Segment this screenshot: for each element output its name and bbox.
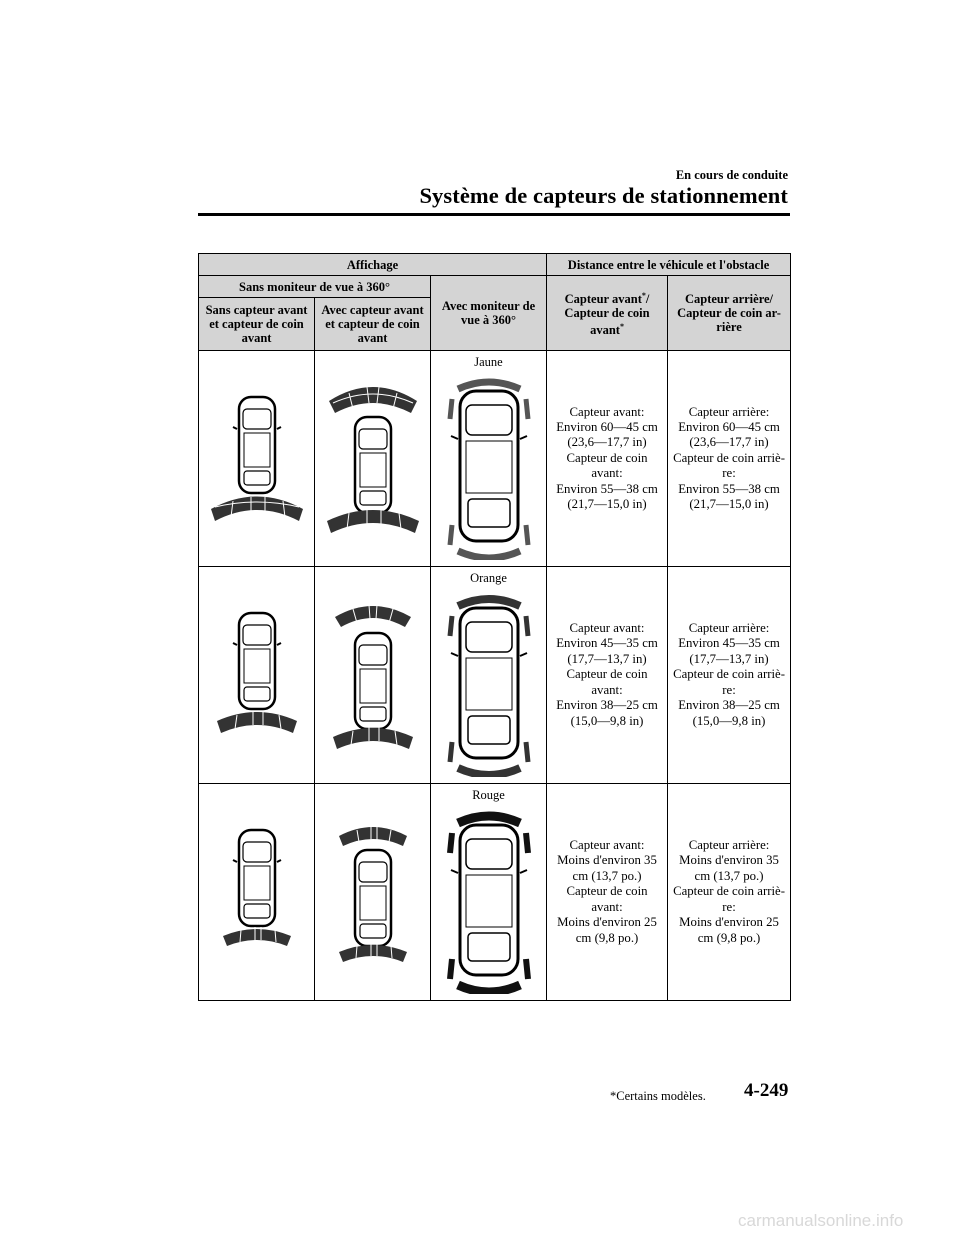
- car-360-monitor-icon: [446, 811, 531, 994]
- distance-line: re:: [722, 899, 736, 914]
- rear-distance-cell: Capteur arrière: Environ 60―45 cm (23,6―…: [667, 350, 792, 567]
- distance-line: Capteur de coin: [566, 667, 648, 682]
- header-affichage: Affichage: [197, 253, 548, 276]
- header-avec-moniteur: Avec moniteur de vue à 360°: [429, 275, 548, 351]
- distance-line: Capteur de coin: [566, 450, 648, 465]
- distance-line: (17,7―13,7 in): [689, 651, 769, 666]
- distance-line: avant:: [591, 682, 623, 697]
- rear-only-display-cell: [198, 350, 315, 567]
- car-360-monitor-icon: [447, 378, 530, 560]
- color-label-rouge: Rouge: [472, 788, 505, 802]
- header-row-3: Sans capteur avant et capteur de coin av…: [198, 297, 791, 351]
- monitor-display-cell: Rouge: [429, 783, 548, 1001]
- distance-line: Environ 38―25 cm: [678, 698, 780, 713]
- distance-line: (23,6―17,7 in): [689, 435, 769, 450]
- front-rear-display-cell: [314, 350, 431, 567]
- distance-line: Environ 55―38 cm: [556, 481, 658, 496]
- watermark: carmanualsonline.info: [738, 1211, 904, 1230]
- distance-line: Environ 45―35 cm: [556, 636, 658, 651]
- distance-line: (21,7―15,0 in): [567, 497, 647, 512]
- header-avec-capteur-coin: Avec capteur avant et capteur de coin av…: [314, 297, 431, 351]
- chapter-heading: En cours de conduite: [675, 168, 788, 182]
- header-row-1: Affichage Distance entre le véhicule et …: [197, 253, 792, 276]
- distance-line: (17,7―13,7 in): [567, 651, 647, 666]
- asterisk-mark-2: *: [619, 322, 624, 331]
- distance-line: (23,6―17,7 in): [567, 435, 647, 450]
- front-distance-cell: Capteur avant: Moins d'environ 35 cm (13…: [546, 783, 669, 1001]
- distance-line: Environ 60―45 cm: [678, 419, 780, 434]
- rear-distance-cell: Capteur arrière: Moins d'environ 35 cm (…: [667, 783, 792, 1001]
- header-capteur-coin-text: / Capteur de coin avant: [564, 292, 650, 338]
- car-front-rear-sensor-icon: [338, 826, 407, 962]
- table-row-orange: Orange Capteur avant: Environ 45―35 cm (…: [198, 566, 792, 784]
- distance-line: cm (13,7 po.): [694, 868, 764, 883]
- distance-line: Capteur de coin: [566, 884, 648, 899]
- distance-line: Capteur avant:: [569, 404, 645, 419]
- page-title: Système de capteurs de stationnement: [419, 183, 788, 208]
- distance-line: avant:: [591, 466, 623, 481]
- distance-line: Environ 55―38 cm: [678, 481, 780, 496]
- car-front-rear-sensor-icon: [332, 604, 413, 749]
- header-capteur-avant-text: Capteur avant: [564, 292, 642, 306]
- header-distance: Distance entre le véhicule et l'obstacle: [546, 253, 792, 276]
- color-label-orange: Orange: [470, 571, 507, 585]
- distance-line: Capteur arrière:: [688, 838, 770, 853]
- distance-line: (15,0―9,8 in): [570, 713, 644, 728]
- monitor-display-cell: Orange: [429, 566, 548, 784]
- header-sans-moniteur: Sans moniteur de vue à 360°: [198, 275, 431, 298]
- header-sans-capteur-coin: Sans capteur avant et capteur de coin av…: [198, 297, 315, 351]
- car-rear-sensor-icon: [222, 828, 291, 946]
- footnote: *Certains modèles.: [610, 1089, 706, 1103]
- distance-line: re:: [722, 466, 736, 481]
- header-capteur-arriere: Capteur arrière/ Capteur de coin ar-rièr…: [667, 275, 792, 351]
- monitor-display-cell: Jaune: [429, 350, 548, 567]
- distance-line: Environ 60―45 cm: [556, 419, 658, 434]
- front-distance-cell: Capteur avant: Environ 45―35 cm (17,7―13…: [546, 566, 669, 784]
- page-number: 4-249: [744, 1080, 789, 1101]
- front-distance-cell: Capteur avant: Environ 60―45 cm (23,6―17…: [546, 350, 669, 567]
- distance-line: cm (13,7 po.): [572, 868, 642, 883]
- distance-line: re:: [722, 682, 736, 697]
- car-rear-sensor-icon: [210, 395, 303, 521]
- distance-line: cm (9,8 po.): [575, 930, 639, 945]
- distance-line: Capteur de coin arriè-: [673, 884, 785, 899]
- distance-line: cm (9,8 po.): [697, 930, 761, 945]
- distance-line: avant:: [591, 899, 623, 914]
- distance-line: Moins d'environ 35: [557, 853, 657, 868]
- distance-line: Moins d'environ 35: [679, 853, 779, 868]
- front-rear-display-cell: [314, 783, 431, 1001]
- distance-line: Moins d'environ 25: [557, 915, 657, 930]
- car-rear-sensor-icon: [216, 611, 297, 733]
- distance-line: (15,0―9,8 in): [692, 713, 766, 728]
- sensor-display-table: Affichage Distance entre le véhicule et …: [197, 253, 792, 1001]
- header-capteur-avant: Capteur avant*/ Capteur de coin avant*: [546, 275, 669, 351]
- color-label-jaune: Jaune: [474, 355, 503, 369]
- distance-line: Environ 45―35 cm: [678, 636, 780, 651]
- rear-only-display-cell: [198, 783, 315, 1001]
- distance-line: Moins d'environ 25: [679, 915, 779, 930]
- rear-only-display-cell: [198, 566, 315, 784]
- asterisk-mark: *: [641, 290, 646, 300]
- front-rear-display-cell: [314, 566, 431, 784]
- header-row-2: Sans moniteur de vue à 360° Avec moniteu…: [198, 275, 792, 351]
- distance-line: Capteur arrière:: [688, 621, 770, 636]
- distance-line: Capteur de coin arriè-: [673, 667, 785, 682]
- title-rule: [198, 213, 790, 216]
- distance-line: Capteur avant:: [569, 838, 645, 853]
- distance-line: Environ 38―25 cm: [556, 698, 658, 713]
- car-front-rear-sensor-icon: [326, 386, 419, 533]
- car-360-monitor-icon: [447, 594, 530, 777]
- distance-line: Capteur arrière:: [688, 404, 770, 419]
- table-row-jaune: Jaune Capteur avant: Environ 60―45 cm (2…: [198, 350, 792, 567]
- table-row-rouge: Rouge Capteur avant: Moins d'environ 35 …: [198, 783, 792, 1001]
- distance-line: (21,7―15,0 in): [689, 497, 769, 512]
- distance-line: Capteur de coin arriè-: [673, 450, 785, 465]
- distance-line: Capteur avant:: [569, 621, 645, 636]
- rear-distance-cell: Capteur arrière: Environ 45―35 cm (17,7―…: [667, 566, 792, 784]
